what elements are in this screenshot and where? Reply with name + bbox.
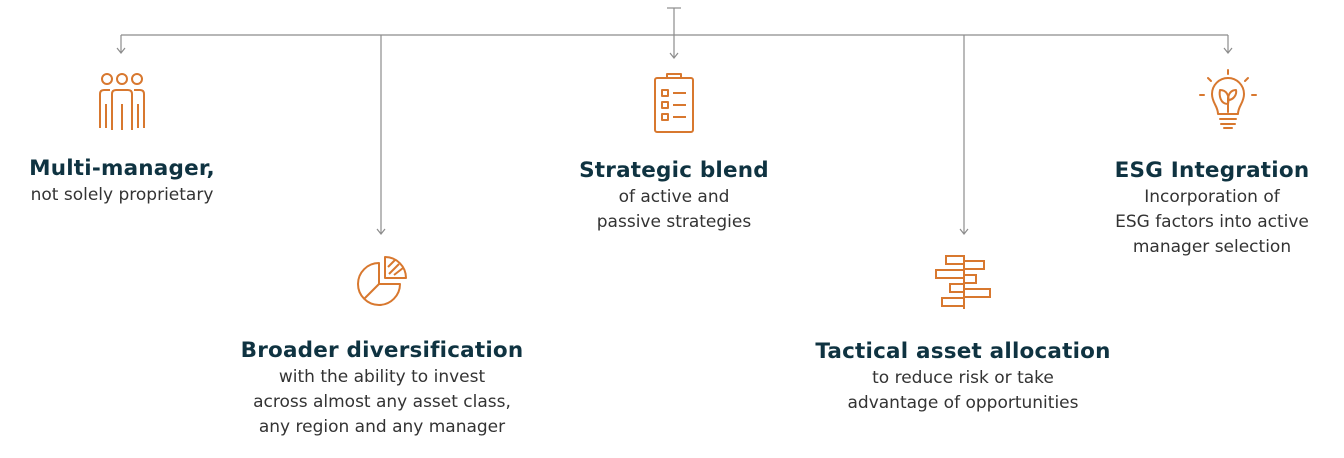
arrow-2 xyxy=(376,228,386,235)
arrow-4 xyxy=(959,228,969,235)
pillar-esg-integration: ESG Integration Incorporation of ESG fac… xyxy=(1084,157,1340,260)
pillar-title: ESG Integration xyxy=(1114,158,1310,183)
checklist-clipboard-icon xyxy=(654,73,694,133)
pie-chart-icon xyxy=(357,256,407,306)
pillar-title: Multi-manager, xyxy=(29,156,215,181)
arrow-5 xyxy=(1223,47,1233,54)
description-line: with the ability to invest xyxy=(278,367,486,387)
arrow-1 xyxy=(116,47,126,54)
description-line: across almost any asset class, xyxy=(253,392,511,412)
pillar-title: Broader diversification xyxy=(240,338,524,363)
description-line: Incorporation of xyxy=(1144,187,1280,207)
pillar-description: to reduce risk or take advantage of oppo… xyxy=(790,366,1136,416)
pillar-description: not solely proprietary xyxy=(0,183,244,208)
description-line: any region and any manager xyxy=(258,417,506,437)
description-line: advantage of opportunities xyxy=(847,393,1079,413)
lightbulb-leaf-icon xyxy=(1199,69,1257,129)
pillar-broader-diversification: Broader diversification with the ability… xyxy=(222,337,542,440)
pillar-description: with the ability to invest across almost… xyxy=(222,365,542,440)
description-line: of active and xyxy=(618,187,730,207)
pillar-title: Strategic blend xyxy=(579,158,769,183)
pillar-description: Incorporation of ESG factors into active… xyxy=(1084,185,1340,260)
people-group-icon xyxy=(99,73,145,130)
arrow-3 xyxy=(669,52,679,59)
description-line: not solely proprietary xyxy=(30,185,214,205)
bar-allocation-icon xyxy=(935,255,991,309)
description-line: to reduce risk or take xyxy=(872,368,1054,388)
pillar-description: of active and passive strategies xyxy=(560,185,788,235)
description-line: manager selection xyxy=(1132,237,1292,257)
pillar-tactical-asset-allocation: Tactical asset allocation to reduce risk… xyxy=(790,338,1136,416)
description-line: passive strategies xyxy=(596,212,752,232)
pillar-strategic-blend: Strategic blend of active and passive st… xyxy=(560,157,788,235)
pillar-multi-manager: Multi-manager, not solely proprietary xyxy=(0,155,244,208)
pillar-title: Tactical asset allocation xyxy=(815,339,1111,364)
description-line: ESG factors into active xyxy=(1115,212,1309,232)
